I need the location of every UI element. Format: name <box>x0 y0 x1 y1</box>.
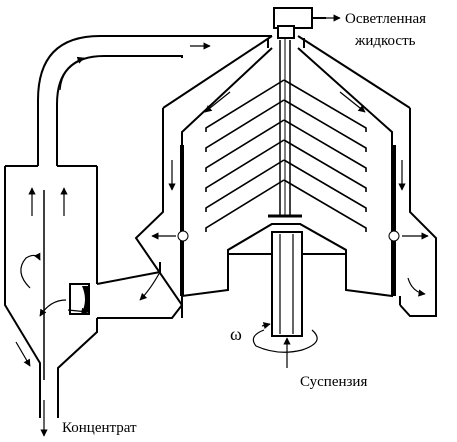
rotation-indicator <box>252 329 318 353</box>
feed-shaft <box>271 231 303 337</box>
deflector-shade <box>82 286 88 312</box>
nozzle-right <box>388 230 400 242</box>
disc-stack <box>205 79 367 232</box>
lower-duct <box>96 262 183 319</box>
central-tube <box>279 36 291 215</box>
label-clarified-line1: Осветленная <box>345 11 426 27</box>
label-concentrate: Концентрат <box>62 420 137 436</box>
flow-arrows <box>15 14 429 437</box>
label-suspension: Суспензия <box>300 374 367 390</box>
label-clarified-line2: жидкость <box>354 33 416 49</box>
separator-housing <box>134 35 437 318</box>
concentrate-collector <box>4 165 98 418</box>
outlet-fitting <box>267 7 326 48</box>
nozzle-left <box>177 230 189 242</box>
label-omega: ω <box>230 324 242 344</box>
